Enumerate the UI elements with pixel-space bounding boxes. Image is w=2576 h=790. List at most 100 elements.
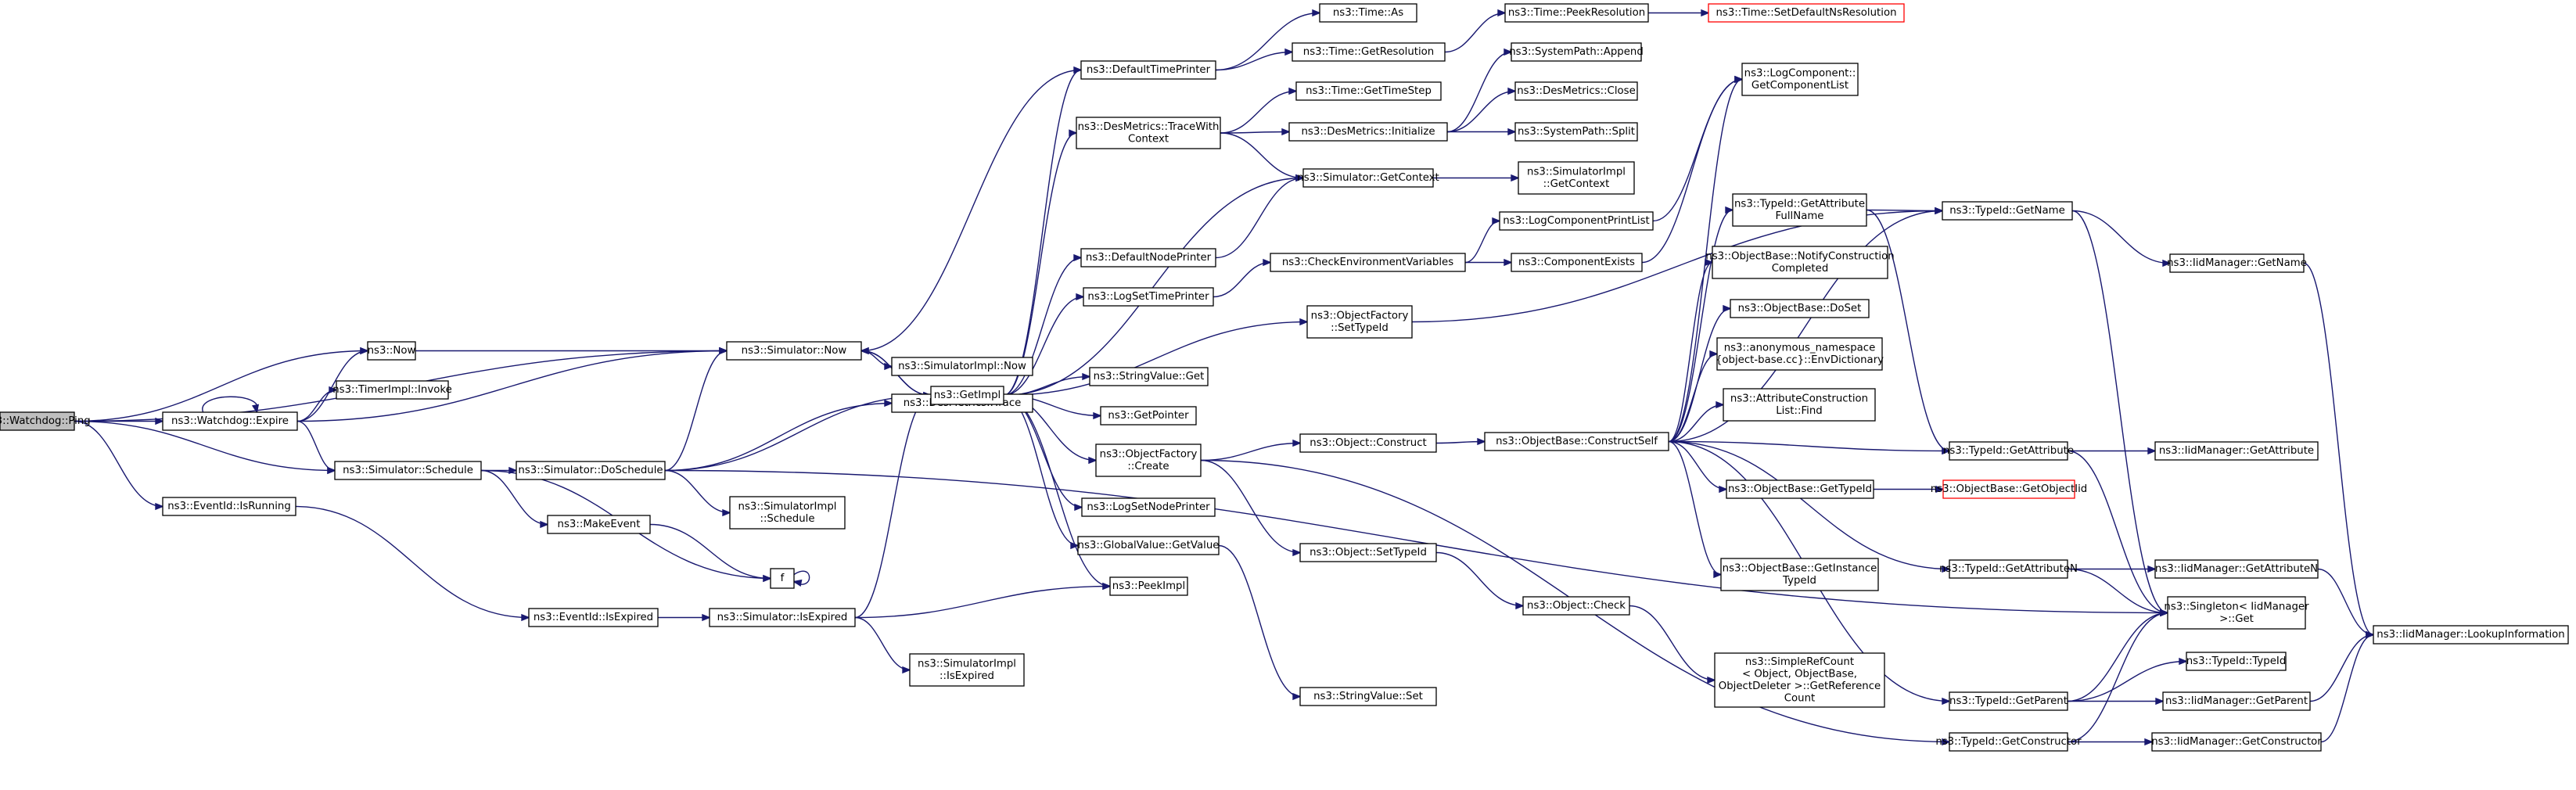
node-singleton-get[interactable]: ns3::Singleton< IidManager>::Get: [2164, 596, 2309, 630]
node-defaultnodeprinter[interactable]: ns3::DefaultNodePrinter: [1080, 248, 1216, 268]
node-timerimpl-invoke[interactable]: ns3::TimerImpl::Invoke: [332, 380, 452, 400]
node-object-construct[interactable]: ns3::Object::Construct: [1299, 433, 1437, 453]
edge-arrowhead: [1719, 485, 1728, 494]
node-eventid-isrunning[interactable]: ns3::EventId::IsRunning: [162, 497, 296, 516]
node-objectbase-getobjectiid[interactable]: ns3::ObjectBase::GetObjectIid: [1931, 479, 2087, 499]
node-systempath-split[interactable]: ns3::SystemPath::Split: [1514, 122, 1638, 142]
node-stringvalue-get[interactable]: ns3::StringValue::Get: [1089, 367, 1209, 386]
node-object-settypeid[interactable]: ns3::Object::SetTypeId: [1299, 543, 1437, 562]
node-label: ns3::SimpleRefCount: [1745, 656, 1854, 668]
node-iidmanager-lookupinformation[interactable]: ns3::IidManager::LookupInformation: [2373, 625, 2569, 645]
edge-arrowhead: [521, 613, 530, 622]
node-simplerefcount-getrefcount[interactable]: ns3::SimpleRefCount< Object, ObjectBase,…: [1714, 652, 1885, 708]
node-box: [2154, 441, 2319, 461]
node-stringvalue-set[interactable]: ns3::StringValue::Set: [1299, 687, 1437, 706]
node-simimpl-getcontext[interactable]: ns3::SimulatorImpl::GetContext: [1518, 161, 1635, 195]
node-box: [0, 411, 75, 431]
node-eventid-isexpired[interactable]: ns3::EventId::IsExpired: [528, 608, 659, 627]
edge-line: [1003, 394, 1111, 587]
edge-arrowhead: [2147, 447, 2157, 455]
node-box: [1100, 406, 1197, 426]
node-objectbase-notifyconstruction[interactable]: ns3::ObjectBase::NotifyConstructionCompl…: [1705, 246, 1895, 279]
node-makeevent[interactable]: ns3::MakeEvent: [547, 515, 651, 534]
node-componentexists[interactable]: ns3::ComponentExists: [1511, 253, 1643, 272]
node-iidmanager-getname[interactable]: ns3::IidManager::GetName: [2167, 253, 2307, 273]
node-sim-getcontext[interactable]: ns3::Simulator::GetContext: [1297, 168, 1439, 188]
node-desmetrics-close[interactable]: ns3::DesMetrics::Close: [1514, 81, 1638, 101]
node-logcomponentprintlist[interactable]: ns3::LogComponentPrintList: [1499, 211, 1654, 231]
node-sim-now[interactable]: ns3::Simulator::Now: [726, 341, 862, 361]
node-simimpl-schedule[interactable]: ns3::SimulatorImpl::Schedule: [729, 496, 846, 530]
node-box: [1306, 305, 1413, 339]
node-box: [1511, 42, 1642, 62]
node-desmetrics-initialize[interactable]: ns3::DesMetrics::Initialize: [1288, 122, 1448, 142]
node-globalvalue-getvalue[interactable]: ns3::GlobalValue::GetValue: [1077, 536, 1220, 555]
node-now[interactable]: ns3::Now: [367, 341, 416, 361]
node-typeid-getparent[interactable]: ns3::TypeId::GetParent: [1949, 691, 2068, 711]
node-systempath-append[interactable]: ns3::SystemPath::Append: [1509, 42, 1644, 62]
node-box: [367, 341, 416, 361]
node-label: ns3::Time::As: [1333, 7, 1403, 19]
node-box: [1730, 299, 1870, 318]
node-typeid-getattributen[interactable]: ns3::TypeId::GetAttributeN: [1939, 559, 2078, 579]
node-schedule[interactable]: ns3::Simulator::Schedule: [334, 461, 482, 480]
node-peekimpl[interactable]: ns3::PeekImpl: [1109, 576, 1188, 596]
node-iidmanager-getattributen[interactable]: ns3::IidManager::GetAttributeN: [2154, 559, 2319, 579]
node-box: [1949, 559, 2068, 579]
node-expire[interactable]: ns3::Watchdog::Expire: [162, 411, 298, 431]
node-ping[interactable]: ns3::Watchdog::Ping: [0, 411, 91, 431]
edge-arrowhead: [1069, 129, 1078, 137]
node-label: ns3::Object::SetTypeId: [1310, 547, 1427, 558]
node-objectbase-doset[interactable]: ns3::ObjectBase::DoSet: [1730, 299, 1870, 318]
node-iidmanager-getconstructor[interactable]: ns3::IidManager::GetConstructor: [2151, 732, 2322, 752]
node-label: ns3::IidManager::GetParent: [2165, 695, 2308, 707]
node-time-gettimestep[interactable]: ns3::Time::GetTimeStep: [1295, 81, 1442, 101]
node-time-setdefaultnsresolution[interactable]: ns3::Time::SetDefaultNsResolution: [1708, 3, 1905, 23]
node-anon-envdictionary[interactable]: ns3::anonymous_namespace{object-base.cc}…: [1716, 337, 1884, 371]
node-f[interactable]: f: [770, 568, 795, 589]
node-logsetnodeprinter[interactable]: ns3::LogSetNodePrinter: [1081, 497, 1216, 517]
node-time-peekresolution[interactable]: ns3::Time::PeekResolution: [1504, 3, 1649, 23]
node-iidmanager-getattribute[interactable]: ns3::IidManager::GetAttribute: [2154, 441, 2319, 461]
node-typeid-typeid[interactable]: ns3::TypeId::TypeId: [2186, 652, 2287, 671]
edge-arrowhead: [1709, 350, 1719, 358]
node-typeid-getconstructor[interactable]: ns3::TypeId::GetConstructor: [1935, 732, 2082, 752]
node-typeid-getattribute[interactable]: ns3::TypeId::GetAttribute: [1943, 441, 2074, 461]
edge-line: [2067, 612, 2168, 702]
node-iidmanager-getparent[interactable]: ns3::IidManager::GetParent: [2162, 691, 2311, 711]
node-sim-isexpired[interactable]: ns3::Simulator::IsExpired: [709, 608, 856, 627]
edge-line: [1668, 440, 1727, 490]
node-defaulttimeprinter[interactable]: ns3::DefaultTimePrinter: [1080, 60, 1216, 80]
node-label: ns3::IidManager::LookupInformation: [2377, 629, 2564, 641]
edge-desmetrics-initialize-to-systempath-split: [1446, 127, 1517, 136]
node-box: [1726, 479, 1874, 499]
edge-arrowhead: [1734, 75, 1744, 84]
node-objectfactory-create[interactable]: ns3::ObjectFactory::Create: [1095, 443, 1202, 477]
node-objectbase-constructself[interactable]: ns3::ObjectBase::ConstructSelf: [1484, 432, 1669, 451]
node-objectbase-gettypeid[interactable]: ns3::ObjectBase::GetTypeId: [1726, 479, 1874, 499]
edge-arrowhead: [360, 347, 369, 355]
node-simimpl-isexpired[interactable]: ns3::SimulatorImpl::IsExpired: [909, 653, 1025, 687]
node-time-getresolution[interactable]: ns3::Time::GetResolution: [1292, 42, 1446, 62]
node-label: < Object, ObjectBase,: [1742, 668, 1857, 680]
node-box: [1942, 479, 2075, 499]
node-label: ns3::Singleton< IidManager: [2164, 601, 2309, 612]
node-checkenv[interactable]: ns3::CheckEnvironmentVariables: [1270, 253, 1466, 272]
node-logsettimeprinter[interactable]: ns3::LogSetTimePrinter: [1083, 287, 1214, 307]
node-time-as[interactable]: ns3::Time::As: [1319, 3, 1417, 23]
node-doschedule[interactable]: ns3::Simulator::DoSchedule: [516, 461, 666, 480]
edge-line: [2303, 262, 2374, 636]
edge-line: [2309, 634, 2374, 702]
node-simimpl-now[interactable]: ns3::SimulatorImpl::Now: [891, 357, 1033, 376]
node-objectfactory-settypeid[interactable]: ns3::ObjectFactory::SetTypeId: [1306, 305, 1413, 339]
node-typeid-getname[interactable]: ns3::TypeId::GetName: [1942, 201, 2073, 221]
node-object-check[interactable]: ns3::Object::Check: [1522, 596, 1630, 616]
node-getpointer[interactable]: ns3::GetPointer: [1100, 406, 1197, 426]
node-logcomponent-getcomponentlist[interactable]: ns3::LogComponent::GetComponentList: [1741, 63, 1859, 96]
node-getimpl[interactable]: ns3::GetImpl: [930, 386, 1004, 405]
